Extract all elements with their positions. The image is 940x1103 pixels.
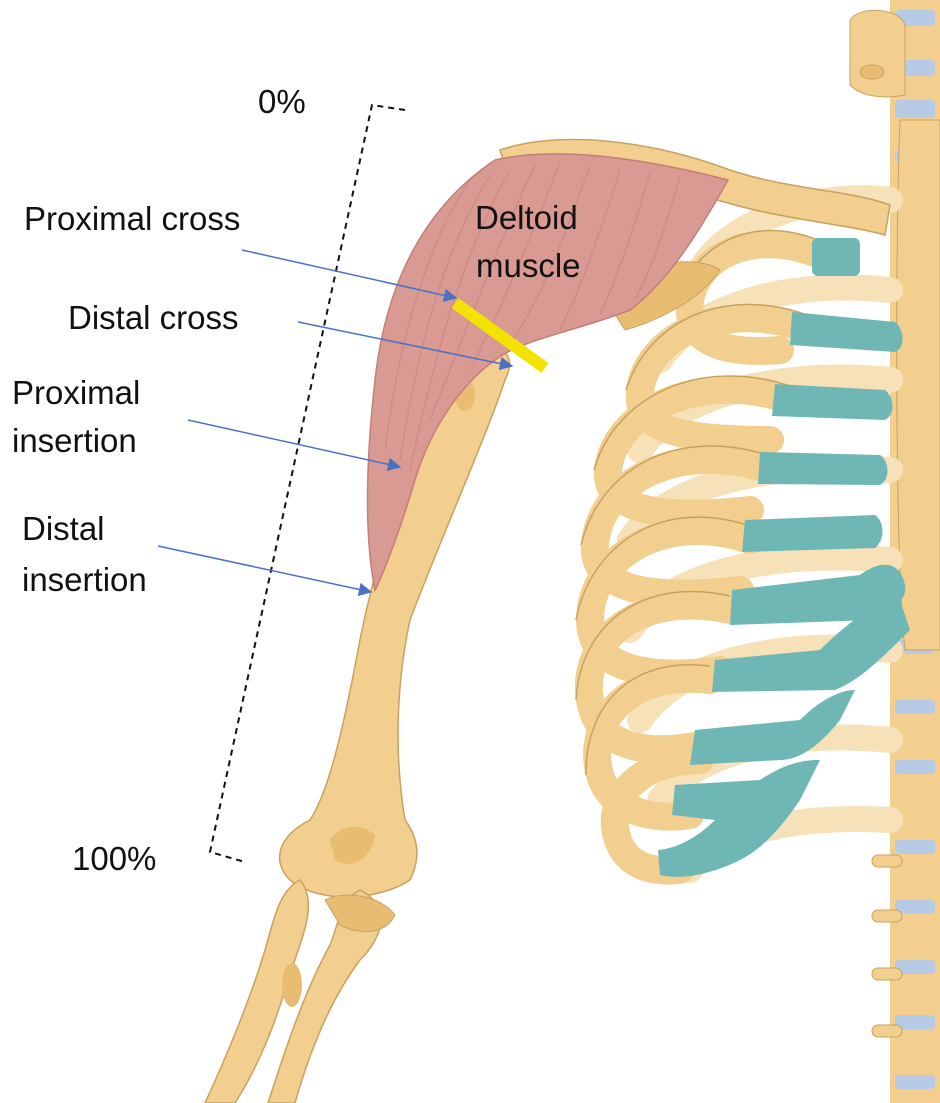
label-deltoid-1: Deltoid: [475, 199, 578, 236]
label-proximal-insertion-2: insertion: [12, 422, 137, 459]
cervical-vertebra: [850, 10, 905, 97]
label-distal-insertion-2: insertion: [22, 561, 147, 598]
label-proximal-cross: Proximal cross: [24, 200, 240, 237]
label-deltoid-2: muscle: [476, 247, 581, 284]
label-distal-insertion-1: Distal: [22, 510, 105, 547]
label-scale-bottom: 100%: [72, 840, 156, 877]
arrow-distal-insertion: [158, 546, 371, 592]
label-distal-cross: Distal cross: [68, 299, 239, 336]
forearm: [205, 880, 395, 1103]
sternum: [897, 120, 940, 650]
label-scale-top: 0%: [258, 83, 306, 120]
label-proximal-insertion-1: Proximal: [12, 374, 140, 411]
